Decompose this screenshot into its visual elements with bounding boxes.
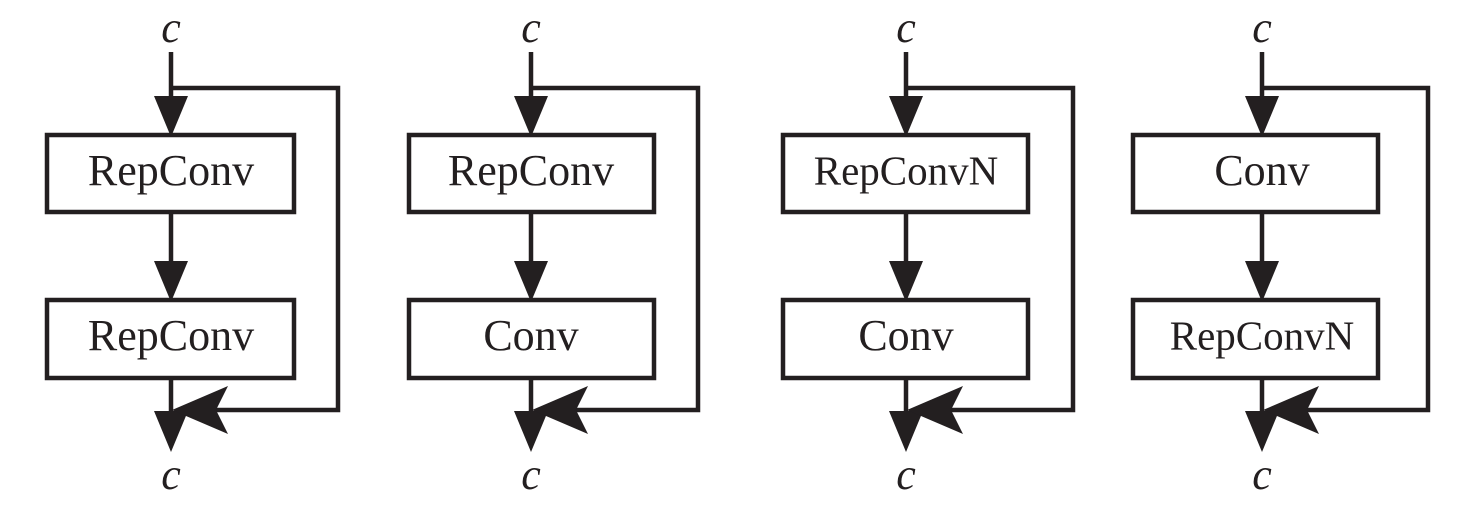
panel-c-output-arrowhead — [889, 411, 923, 452]
panel-c-block-2-label: Conv — [858, 311, 953, 360]
panel-a-input-arrowhead — [154, 96, 188, 137]
panel-c-merge-arrowhead — [907, 386, 963, 434]
panel-c-block-1-label: RepConvN — [814, 147, 999, 193]
panel-b-connector-1-arrowhead — [514, 261, 548, 302]
panel-d-connector-1-arrowhead — [1245, 261, 1279, 302]
panel-b-input-label: c — [521, 3, 541, 52]
panel-d-skip-connection — [1262, 85, 1431, 413]
panel-b-merge-arrowhead — [532, 386, 588, 434]
panel-a-block-2-label: RepConv — [88, 311, 254, 360]
panel-a-input-label: c — [161, 3, 181, 52]
panel-d-block-1[interactable] — [1130, 132, 1381, 215]
panel-c: c RepConvN Conv c — [780, 3, 1076, 499]
panel-a: c RepConv RepConv c — [44, 3, 341, 499]
panel-a-output-arrowhead — [154, 411, 188, 452]
panel-b-block-1-label: RepConv — [448, 146, 614, 195]
panel-d-block-1-label: Conv — [1214, 146, 1309, 195]
panel-d-input-label: c — [1252, 3, 1272, 52]
panel-d-merge-arrowhead — [1263, 386, 1319, 434]
panel-a-block-1-label: RepConv — [88, 146, 254, 195]
panel-b-block-1[interactable] — [406, 132, 657, 215]
panel-a-merge-arrowhead — [172, 386, 228, 434]
panel-a-output-label: c — [161, 450, 181, 499]
panel-a-block-2[interactable] — [44, 297, 297, 381]
panel-d-block-2[interactable] — [1130, 297, 1381, 381]
panel-b-skip-connection — [531, 85, 701, 413]
panel-b-block-2[interactable] — [406, 297, 657, 381]
panel-c-input-label: c — [896, 3, 916, 52]
panel-b-output-label: c — [521, 450, 541, 499]
panel-a-block-1[interactable] — [44, 132, 297, 215]
panel-d-block-2-label: RepConvN — [1170, 312, 1355, 358]
panel-b-block-2-label: Conv — [483, 311, 578, 360]
panel-d-output-arrowhead — [1245, 411, 1279, 452]
panel-d-input-arrowhead — [1245, 96, 1279, 137]
panel-b: c RepConv Conv c — [406, 3, 701, 499]
panel-b-input-arrowhead — [514, 96, 548, 137]
panel-c-input-arrowhead — [889, 96, 923, 137]
panel-c-connector-1-arrowhead — [889, 261, 923, 302]
panel-c-skip-connection — [906, 85, 1076, 413]
panel-a-connector-1-arrowhead — [154, 261, 188, 302]
panel-d-output-label: c — [1252, 450, 1272, 499]
panel-c-output-label: c — [896, 450, 916, 499]
panel-b-output-arrowhead — [514, 411, 548, 452]
panel-d: c Conv RepConvN c — [1130, 3, 1431, 499]
panel-a-skip-connection — [171, 85, 341, 413]
